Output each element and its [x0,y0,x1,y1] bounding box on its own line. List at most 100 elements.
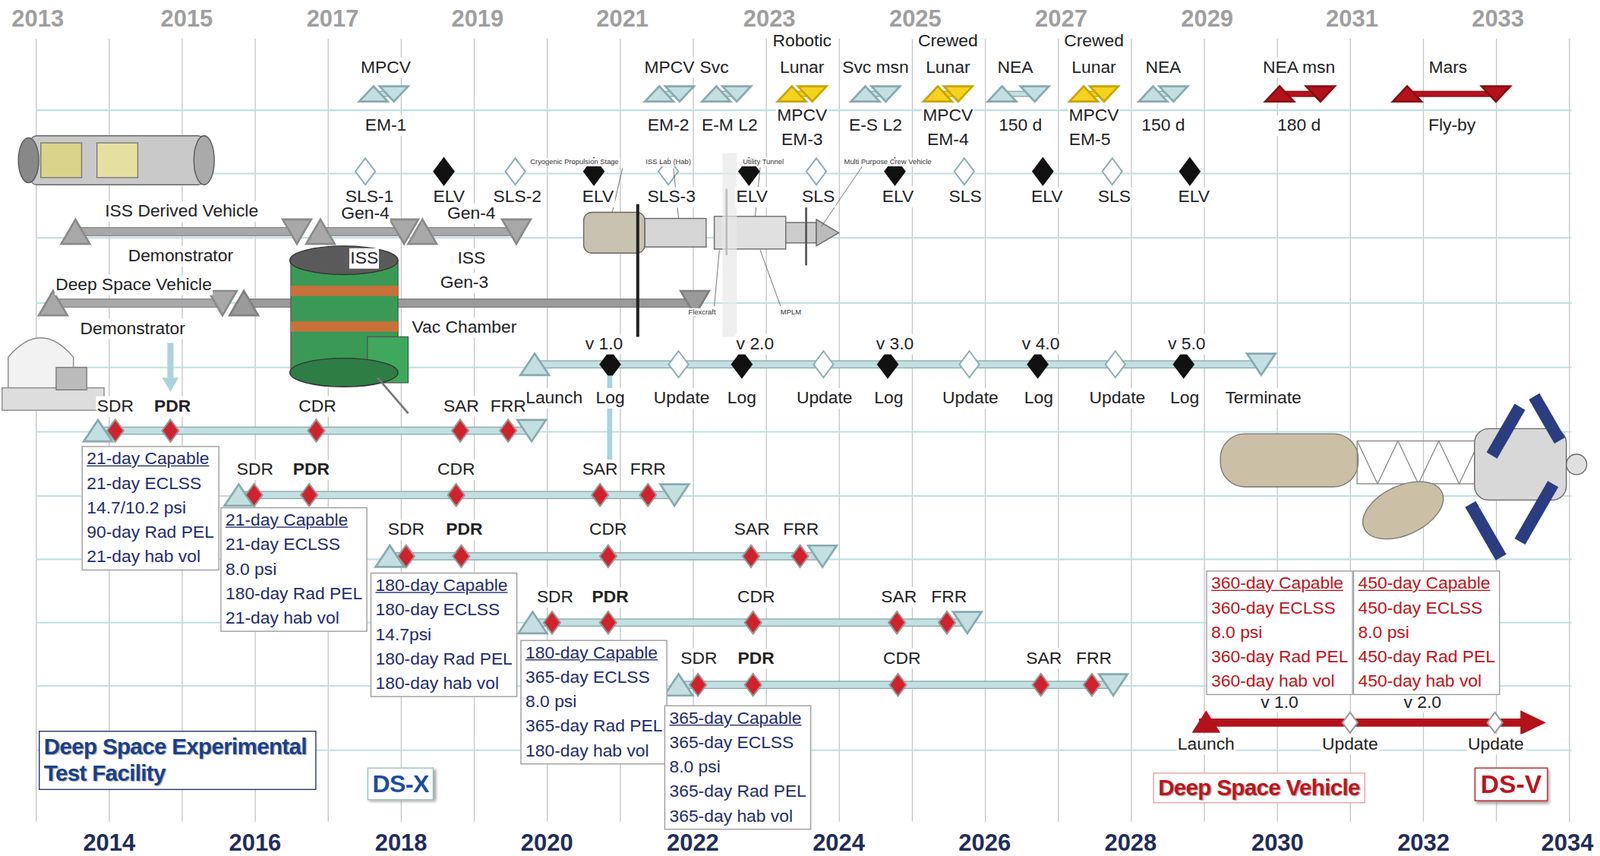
year-label: 2016 [227,829,282,856]
year-label: 2034 [1540,829,1594,856]
box-line: 180-day hab vol [525,738,663,764]
timeline-label: E-M L2 [700,115,759,136]
timeline-label: ELV [1030,186,1064,207]
part-label: Utility Tunnel [741,157,786,167]
timeline-label: Update [1088,388,1146,408]
year-label: 2013 [10,4,65,32]
grid-line [839,38,840,822]
timeline-label: SAR [880,586,919,607]
facility-title: Deep Space Experimental Test Facility [38,730,317,790]
end-marker [871,86,901,102]
end-marker [659,484,689,506]
year-label: 2015 [159,4,214,32]
deep-space-vehicle-image [1220,393,1587,561]
year-label: 2024 [811,829,866,856]
dome-habitat-image [2,337,105,411]
timeline-label: Launch [1176,733,1236,754]
year-label: 2025 [888,4,943,32]
timeline-label: PDR [153,396,193,417]
box-line: 8.0 psi [669,754,807,780]
box-line: 180-day hab vol [375,671,513,696]
end-marker [517,419,546,442]
milestone-diamond [599,545,617,569]
end-marker [379,86,409,102]
year-label: 2021 [595,4,650,32]
year-label: 2017 [305,4,360,32]
box-heading: 450-day Capable [1358,571,1496,597]
end-marker [1020,86,1050,102]
timeline-label: SDR [386,519,426,540]
timeline-label: v 5.0 [1167,334,1207,354]
milestone-diamond [1083,673,1101,697]
timeline-label: Log [1023,388,1055,408]
milestone-diamond [938,611,956,635]
timeline-label: SDR [95,396,135,417]
grid-line [1568,38,1570,822]
box-line: 90-day Rad PEL [86,520,215,545]
milestone-diamond [107,419,124,442]
start-marker [1265,86,1294,102]
year-label: 2014 [82,829,136,856]
start-marker [518,612,548,634]
milestone-diamond [1173,350,1194,378]
grid-line [984,38,986,822]
timeline-label: v 1.0 [583,334,624,354]
box-heading: DS-X [372,769,429,799]
milestone-diamond [639,483,657,507]
timeline-label: v 4.0 [1021,334,1061,354]
spec-box: 21-day Capable21-day ECLSS8.0 psi180-day… [220,507,368,632]
timeline-label: Demonstrator [78,318,187,339]
box-heading: 21-day Capable [225,508,363,533]
timeline-label: SLS-3 [646,186,697,207]
milestone-diamond [744,611,762,635]
box-line: 21-day ECLSS [86,471,215,496]
timeline-label: FRR [489,396,528,417]
year-label: 2031 [1325,4,1380,32]
end-marker [501,219,531,244]
start-marker [987,86,1017,102]
timeline-label: EM-5 [1067,129,1111,150]
start-marker [1392,86,1422,102]
timeline-label: Fly-by [1427,115,1477,136]
spec-box: 360-day Capable360-day ECLSS8.0 psi360-d… [1205,570,1354,695]
milestone-diamond [599,611,617,635]
box-heading: 21-day Capable [86,447,215,472]
timeline-label: NEA [996,57,1035,78]
milestone-diamond [451,419,469,442]
timeline-label: NEA msn [1262,57,1337,78]
year-label: 2028 [1103,829,1158,856]
timeline-label: EM-4 [926,129,970,150]
box-line: 8.0 psi [525,689,663,714]
timeline-label: MPCV [359,57,413,78]
timeline-label: Svc [698,57,730,78]
timeline-label: SAR [733,519,772,540]
milestone-diamond [791,545,808,569]
box-heading: 360-day Capable [1211,571,1348,597]
box-line: 450-day ECLSS [1358,596,1496,621]
box-heading: Deep Space Vehicle [1158,774,1361,802]
timeline-label: 180 d [1276,115,1323,136]
timeline-label: FRR [782,519,821,540]
timeline-label: Mars [1427,57,1468,78]
timeline-label: CDR [882,648,922,669]
milestone-diamond [1027,350,1048,378]
milestone-diamond [689,673,707,697]
part-label: Cryogenic Propulsion Stage [529,157,620,167]
ds-v-badge: DS-V [1474,767,1548,802]
milestone-diamond [397,545,415,569]
box-line: 365-day Rad PEL [669,779,807,805]
year-label: 2027 [1034,4,1089,32]
end-marker [798,86,827,102]
timeline-label: ELV [1177,186,1211,207]
milestone-diamond [504,157,525,185]
spec-box: 180-day Capable365-day ECLSS8.0 psi365-d… [520,640,668,765]
part-label: MPLM [779,308,802,317]
start-marker [229,290,259,316]
box-line: 180-day Rad PEL [375,646,513,672]
box-line: 450-day hab vol [1358,669,1496,695]
grid-line [1203,38,1205,822]
end-marker [1098,674,1128,696]
timeline-label: ISS [349,248,380,269]
timeline-bar [71,227,301,237]
spec-box: 180-day Capable180-day ECLSS14.7psi180-d… [370,572,518,698]
